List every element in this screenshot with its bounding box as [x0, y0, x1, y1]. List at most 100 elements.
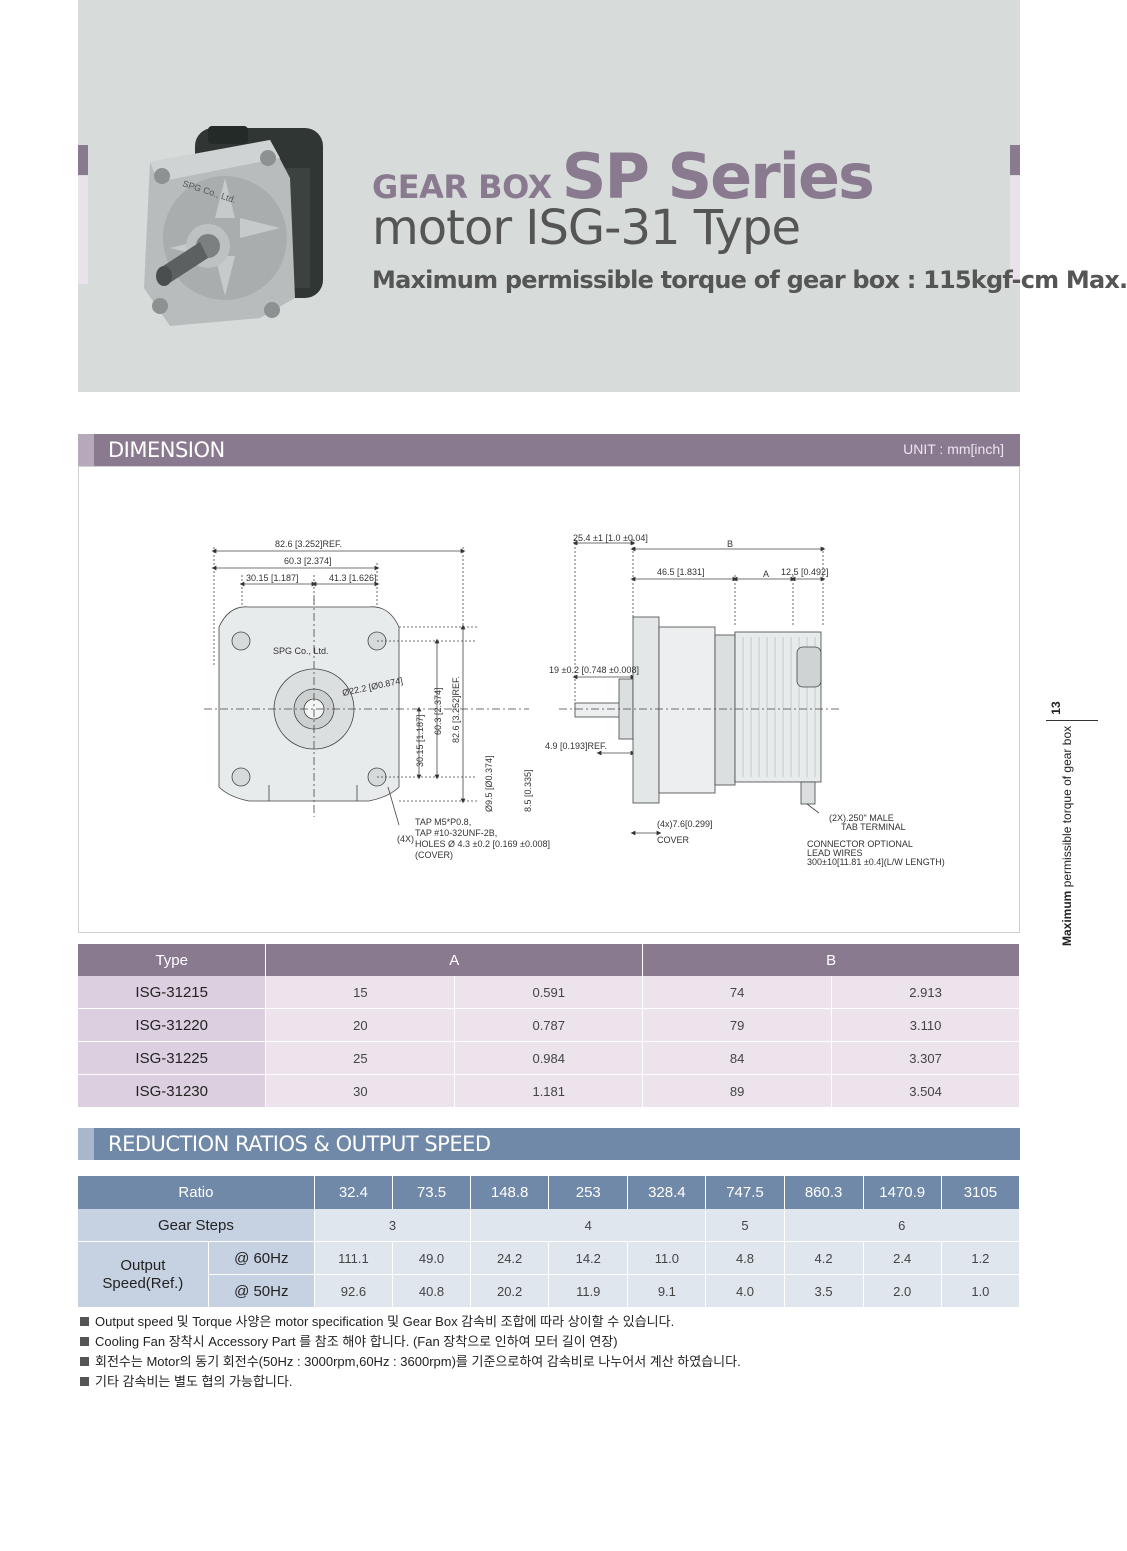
tab-note-1: (2X).250" MALE	[829, 813, 894, 823]
reduction-title: REDUCTION RATIOS & OUTPUT SPEED	[108, 1132, 491, 1156]
dimension-title: DIMENSION	[108, 438, 225, 462]
dim-shaft-flat: 8.5 [0.335]	[523, 769, 533, 812]
dim-height-holes: 60.3 [2.374]	[433, 687, 443, 735]
note-item: Output speed 및 Torque 사양은 motor specific…	[80, 1312, 741, 1332]
dimension-drawing: 82.6 [3.252]REF. 60.3 [2.374] 30.15 [1.1…	[204, 533, 945, 867]
dim-width-holes: 60.3 [2.374]	[284, 556, 332, 566]
speed-cell: 40.8	[392, 1274, 472, 1308]
dim-shaft-ext: 19 ±0.2 [0.748 ±0.008]	[549, 665, 639, 675]
cell-type: ISG-31230	[78, 1074, 267, 1108]
speed-cell: 1.0	[941, 1274, 1021, 1308]
cell-b-in: 3.110	[831, 1008, 1020, 1042]
bullet-square-icon	[80, 1317, 89, 1326]
cell-b-mm: 84	[642, 1041, 833, 1075]
hz60-label: @ 60Hz	[208, 1241, 315, 1275]
gear-steps-value: 4	[470, 1209, 707, 1242]
table-row: ISG-31215 15 0.591 74 2.913	[78, 976, 1020, 1009]
cell-a-mm: 30	[265, 1074, 456, 1108]
header-accent-right-pale	[1010, 176, 1020, 284]
dim-height-half: 30.15 [1.187]	[415, 714, 425, 767]
ratio-label: Ratio	[78, 1176, 315, 1209]
hz50-label: @ 50Hz	[208, 1274, 315, 1308]
header-accent-left	[78, 145, 88, 175]
dimension-table: Type A B ISG-31215 15 0.591 74 2.913 ISG…	[78, 944, 1020, 1108]
cell-a-in: 0.787	[454, 1008, 644, 1042]
motor-type-title: motor ISG-31 Type	[372, 200, 801, 256]
ratio-value: 73.5	[392, 1176, 472, 1209]
dim-width-half: 30.15 [1.187]	[246, 573, 299, 583]
side-tab: Maximum permissible torque of gear box	[1044, 698, 1074, 948]
ratio-value: 32.4	[314, 1176, 393, 1209]
speed-cell: 11.9	[548, 1274, 629, 1308]
speed-cell: 4.2	[784, 1241, 864, 1275]
speed-cell: 11.0	[627, 1241, 707, 1275]
cell-type: ISG-31225	[78, 1041, 267, 1075]
col-b: B	[642, 944, 1020, 976]
note-item: Cooling Fan 장착시 Accessory Part 를 참조 해야 합…	[80, 1332, 741, 1352]
ratio-value: 860.3	[784, 1176, 864, 1209]
gear-steps-row: Gear Steps 3 4 5 6	[78, 1209, 1021, 1242]
note-text: Output speed 및 Torque 사양은 motor specific…	[95, 1314, 675, 1329]
cover-label: COVER	[657, 835, 690, 845]
dim-a: A	[763, 569, 769, 579]
dim-width-total: 82.6 [3.252]REF.	[275, 539, 342, 549]
note-text: Cooling Fan 장착시 Accessory Part 를 참조 해야 합…	[95, 1334, 618, 1349]
dim-width-right: 41.3 [1.626]	[329, 573, 377, 583]
ratio-table: Ratio 32.4 73.5 148.8 253 328.4 747.5 86…	[78, 1176, 1021, 1308]
cell-a-in: 0.984	[454, 1041, 644, 1075]
header-accent-right	[1010, 145, 1020, 175]
conn-note-3: 300±10[11.81 ±0.4](L/W LENGTH)	[807, 857, 945, 867]
speed-cell: 92.6	[314, 1274, 393, 1308]
ratio-value: 3105	[941, 1176, 1021, 1209]
bullet-square-icon	[80, 1337, 89, 1346]
page-number-box: 13	[1046, 698, 1066, 718]
tap-note-2: TAP #10-32UNF-2B,	[415, 828, 497, 838]
dim-ref: 4.9 [0.193]REF.	[545, 741, 607, 751]
gear-steps-value: 3	[314, 1209, 472, 1242]
table-row: ISG-31220 20 0.787 79 3.110	[78, 1008, 1020, 1042]
table-header-row: Type A B	[78, 944, 1020, 976]
ratio-value: 328.4	[627, 1176, 707, 1209]
bullet-square-icon	[80, 1357, 89, 1366]
note-text: 기타 감속비는 별도 협의 가능합니다.	[95, 1374, 293, 1389]
ratio-value: 253	[548, 1176, 629, 1209]
speed-cell: 20.2	[470, 1274, 550, 1308]
dim-b: B	[727, 539, 733, 549]
speed-cell: 1.2	[941, 1241, 1021, 1275]
page-number: 13	[1049, 701, 1063, 715]
note-text: 회전수는 Motor의 동기 회전수(50Hz : 3000rpm,60Hz :…	[95, 1354, 741, 1369]
speed-cell: 2.4	[863, 1241, 942, 1275]
speed-cell: 3.5	[784, 1274, 864, 1308]
gear-steps-label: Gear Steps	[78, 1209, 315, 1242]
side-tab-bold: Maximum	[1060, 890, 1074, 946]
speed-cell: 24.2	[470, 1241, 550, 1275]
bullet-square-icon	[80, 1377, 89, 1386]
cell-a-mm: 25	[265, 1041, 456, 1075]
conn-note-1: CONNECTOR OPTIONAL	[807, 839, 913, 849]
drawing-brand: SPG Co., Ltd.	[273, 646, 329, 656]
cell-a-in: 0.591	[454, 976, 644, 1009]
unit-label: UNIT : mm[inch]	[903, 441, 1004, 457]
reduction-section-bar: REDUCTION RATIOS & OUTPUT SPEED	[78, 1128, 1020, 1160]
side-view	[559, 539, 839, 836]
col-a: A	[265, 944, 644, 976]
speed-cell: 9.1	[627, 1274, 707, 1308]
header-accent-left-pale	[78, 176, 88, 284]
cell-b-in: 3.504	[831, 1074, 1020, 1108]
table-row: ISG-31225 25 0.984 84 3.307	[78, 1041, 1020, 1075]
section-accent	[78, 434, 94, 466]
speed-cell: 49.0	[392, 1241, 472, 1275]
side-tab-rest: permissible torque of gear box	[1060, 725, 1074, 891]
tap-note-4: (COVER)	[415, 850, 453, 860]
section-accent	[78, 1128, 94, 1160]
dim-body: 46.5 [1.831]	[657, 567, 705, 577]
cell-b-mm: 74	[642, 976, 833, 1009]
tap-note-3: HOLES Ø 4.3 ±0.2 [0.169 ±0.008]	[415, 839, 550, 849]
ratio-value: 1470.9	[863, 1176, 942, 1209]
speed-cell: 4.8	[705, 1241, 785, 1275]
notes-list: Output speed 및 Torque 사양은 motor specific…	[80, 1312, 741, 1392]
torque-subtitle: Maximum permissible torque of gear box :…	[372, 266, 1127, 294]
cell-a-mm: 15	[265, 976, 456, 1009]
motor-photo: SPG Co., Ltd.	[144, 126, 323, 326]
